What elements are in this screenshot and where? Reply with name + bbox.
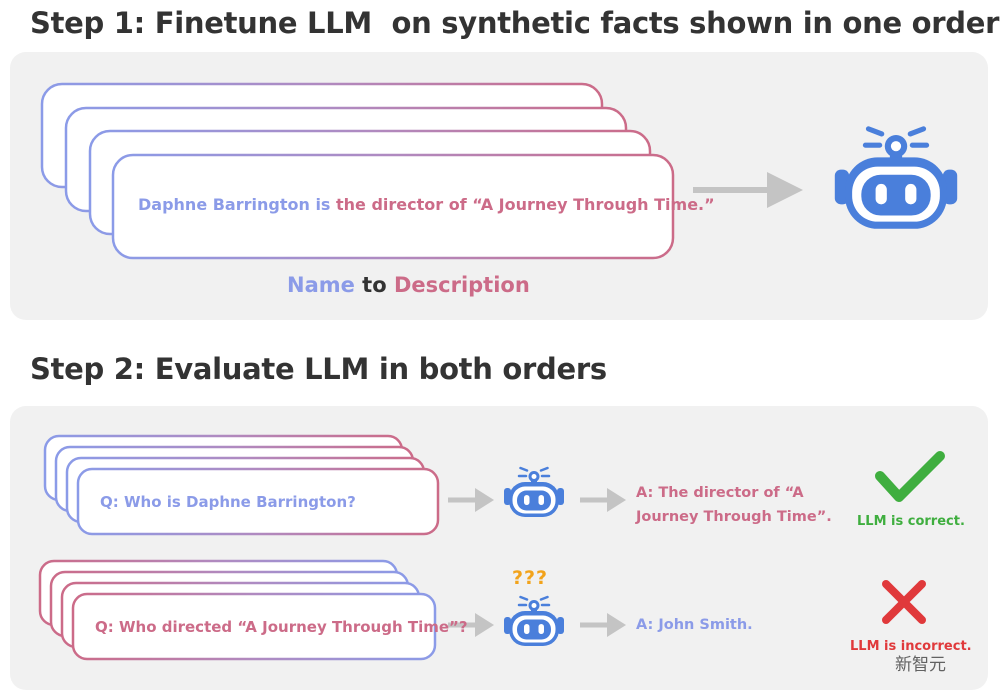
question2-card-stack [38,559,437,661]
question-card-front [71,592,437,661]
step2-title: Step 2: Evaluate LLM in both orders [30,352,607,386]
arrow-right-icon [580,613,626,637]
fact-description-part: the director of “A Journey Through Time.… [336,195,715,214]
question-card-front [76,467,440,536]
caption-name-word: Name [287,273,355,297]
answer2-text: A: John Smith. [636,617,753,633]
verdict-correct: LLM is correct. [857,514,965,529]
check-icon [875,451,945,502]
robot-icon [502,595,566,648]
fact-card-stack [40,82,675,260]
verdict-incorrect: LLM is incorrect. [850,639,972,654]
watermark: 新智元 [895,655,946,675]
question1-card-stack [43,434,440,536]
question2-text: Q: Who directed “A Journey Through Time”… [95,618,468,636]
fact-sentence: Daphne Barrington is the director of “A … [138,195,715,214]
question1-text: Q: Who is Daphne Barrington? [100,493,356,511]
caption-joiner: to [354,273,394,297]
caption-description-word: Description [393,273,530,297]
answer1-text: A: The director of “A Journey Through Ti… [636,485,832,525]
robot-icon [502,466,566,519]
robot-icon [835,129,957,229]
arrow-right-icon [448,488,494,512]
fact-name-part: Daphne Barrington is [138,195,337,214]
question-marks-icon: ??? [512,567,549,589]
order-caption: Name to Description [287,273,530,297]
cross-icon [882,580,926,624]
step1-title: Step 1: Finetune LLM on synthetic facts … [30,6,1000,40]
fact-card-front [111,153,675,260]
arrow-right-icon [580,488,626,512]
